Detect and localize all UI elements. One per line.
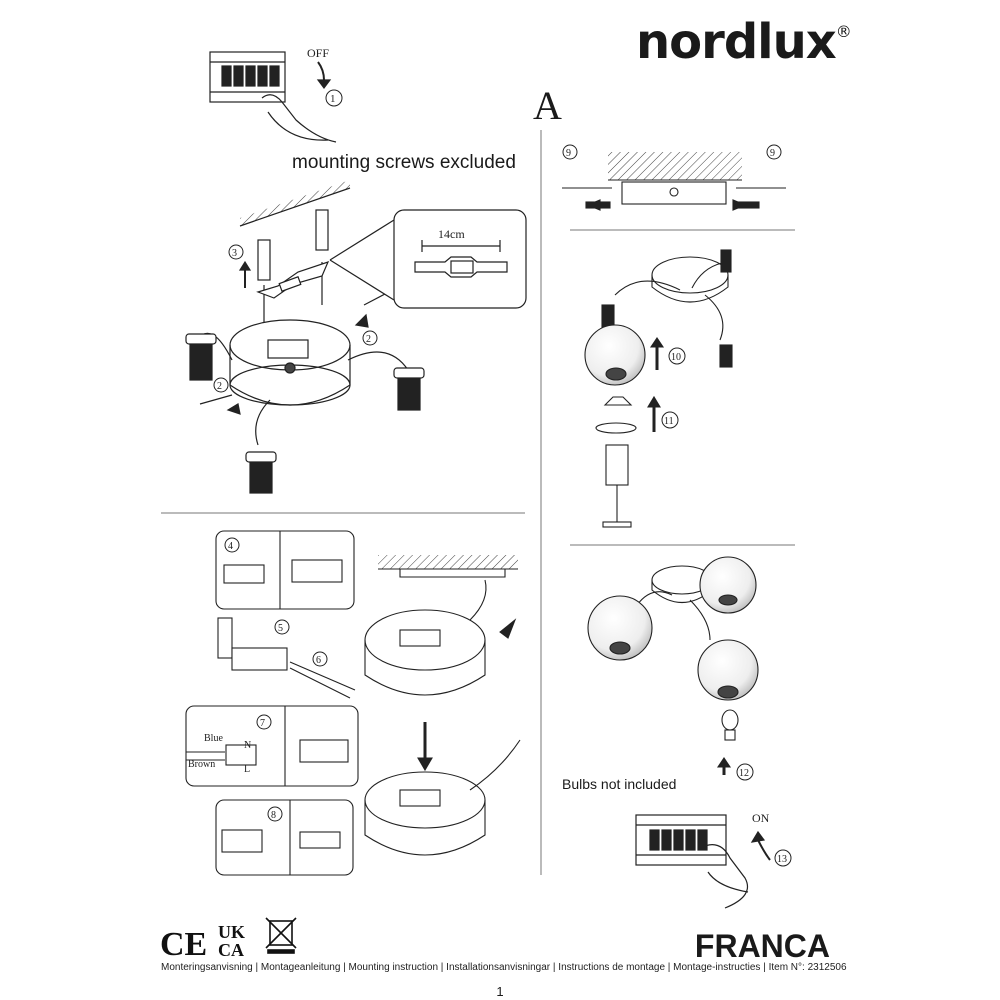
breaker-on-illustration [635,814,771,909]
step-7-number: 7 [260,718,265,729]
step-5-number: 5 [278,623,283,634]
footer-instructions: Monteringsanvisning | Montageanleitung |… [161,962,847,973]
bracket-width-label: 14cm [438,227,465,241]
step-2-number: 2 [366,334,371,345]
step-1-circle [325,89,343,107]
ukca-mark-bottom: CA [218,940,244,960]
off-label: OFF [307,46,329,60]
assembled-lamp-illustration [587,556,759,775]
page-number: 1 [496,984,504,999]
wire-n-label: N [244,740,251,751]
wire-blue-label: Blue [204,733,223,744]
wire-l-label: L [244,764,250,775]
certification-marks: CE UK CA [160,917,297,963]
brand-logo: nordlux® [636,14,852,70]
step-8-number: 8 [271,810,276,821]
on-label: ON [752,811,770,825]
step-1-number: 1 [330,93,336,105]
bulbs-note: Bulbs not included [562,776,677,792]
step-12-number: 12 [739,768,749,779]
step-10-number: 10 [671,352,681,363]
step-11-number: 11 [664,416,674,427]
step-6-number: 6 [316,655,321,666]
wire-brown-label: Brown [188,759,215,770]
weee-icon [265,917,297,954]
ukca-mark-top: UK [218,922,245,942]
mounting-screws-note: mounting screws excluded [292,152,516,173]
wiring-panels [185,530,359,876]
ce-mark: CE [160,926,207,963]
step-3-number: 3 [232,248,237,259]
breaker-off-illustration [209,51,337,143]
ceiling-mount-illustration [185,180,527,494]
step-9-right-number: 9 [770,148,775,159]
panel-dividers [161,130,795,875]
step-2b-number: 2 [217,381,222,392]
product-name: FRANCA [694,928,830,964]
step-13-number: 13 [777,854,787,865]
final-fixing-screws-illustration [562,152,786,211]
globe-install-illustration [584,249,733,528]
section-label: A [533,83,562,128]
step-4-number: 4 [228,541,233,552]
step-9-left-number: 9 [566,148,571,159]
canopy-install-illustration [364,555,521,856]
